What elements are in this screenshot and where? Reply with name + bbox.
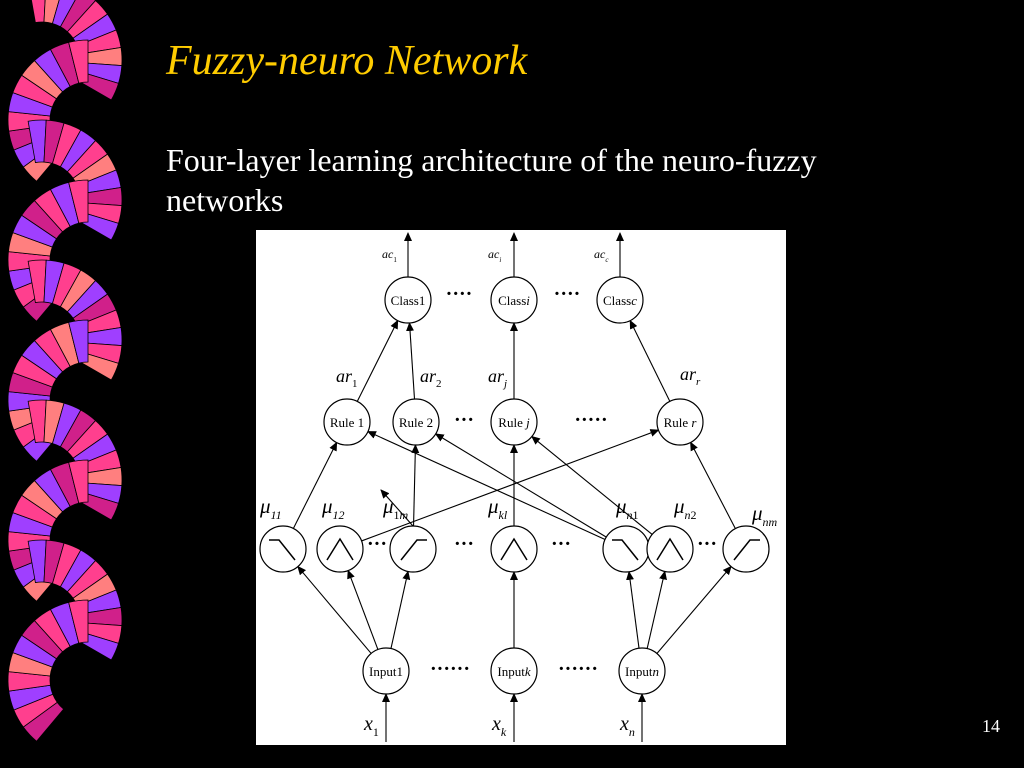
membership-label: μ11 [259,494,282,522]
svg-text:Classc: Classc [603,293,637,308]
slide-number: 14 [982,716,1000,736]
ellipsis-dots: ··· [454,533,474,555]
input-to-membership-edge [626,570,640,649]
rule-to-class-edge [629,319,671,402]
membership-node [259,525,307,573]
fan-segment [31,0,123,101]
svg-text:Inputn: Inputn [625,664,659,679]
input-to-membership-edge [656,565,732,654]
rule-node: Rule 2 [392,398,440,446]
membership-to-rule-edge [531,435,653,535]
rule-weight-label: ar2 [420,366,442,390]
rule-to-class-edge [356,319,399,402]
membership-label: μn2 [673,494,697,522]
s-shape-icon [400,539,427,561]
input-to-membership-edge [646,570,667,649]
rule-to-class-edge [406,321,416,400]
svg-text:Rule r: Rule r [664,415,698,430]
ellipsis-dots: ··· [697,533,717,555]
membership-node [490,525,538,573]
fan-segment [27,259,123,381]
rule-weight-label: arr [680,364,701,388]
slide-subtitle: Four-layer learning architecture of the … [166,142,817,218]
membership-node [602,525,650,573]
output-label: aci [488,247,501,264]
network-connections [292,232,736,742]
triangle-icon [326,537,354,561]
input-label: xn [619,713,635,739]
class-node: Classi [490,276,538,324]
membership-node [722,525,770,573]
rule-node: Rule r [656,398,704,446]
class-node: Class1 [384,276,432,324]
ellipsis-dots: ···· [554,283,581,305]
input-to-membership-edge [390,570,411,649]
input-node: Input1 [362,647,410,695]
membership-to-rule-edge [292,441,338,529]
svg-text:Class1: Class1 [391,293,426,308]
membership-to-rule-edge [434,433,607,538]
input-node: Inputk [490,647,538,695]
rule-node: Rule 1 [323,398,371,446]
svg-text:Rule 2: Rule 2 [399,415,433,430]
membership-label: μ12 [321,494,345,522]
s-shape-icon [733,539,760,561]
svg-text:Rule j: Rule j [498,415,530,430]
ellipsis-dots: ······ [430,658,470,680]
z-shape-icon [612,539,639,561]
network-labels: ac1 aci acc ar1 ar2 arj arr μ11 μ12 μ1m μkl μn1 μn2 μ… [259,247,778,739]
svg-text:Rule 1: Rule 1 [330,415,364,430]
membership-node [646,525,694,573]
input-label: x1 [363,713,379,739]
input-to-membership-edge [297,565,372,654]
class-node: Classc [596,276,644,324]
output-label: ac1 [382,247,397,264]
membership-to-rule-edge [367,431,606,540]
triangle-icon [500,537,528,561]
svg-text:Inputk: Inputk [497,664,530,679]
rule-weight-label: ar1 [336,366,358,390]
membership-to-rule-edge [380,489,414,527]
slide-title: Fuzzy-neuro Network [166,38,528,84]
membership-to-rule-edge [690,441,736,529]
ellipsis-dots: ··· [551,533,571,555]
membership-label: μn1 [615,494,639,522]
fan-segment [27,539,123,661]
rule-weight-label: arj [488,366,507,390]
fan-decoration [7,0,123,742]
ellipsis-dots: ······ [558,658,598,680]
membership-to-rule-edge [411,443,420,527]
membership-to-rule-edge [361,429,660,542]
triangle-icon [656,537,684,561]
z-shape-icon [269,539,296,561]
ellipsis-dots: ··· [454,409,474,431]
membership-label: μnm [751,501,778,529]
svg-text:Input1: Input1 [369,664,403,679]
output-label: acc [594,247,609,264]
fan-segment [7,599,89,742]
membership-label: μ1m [382,494,409,522]
input-to-membership-edge [347,569,379,650]
input-node: Inputn [618,647,666,695]
ellipsis-dots: ···· [446,283,473,305]
svg-text:Classi: Classi [498,293,530,308]
ellipsis-dots: ··· [367,533,387,555]
membership-label: μkl [487,494,508,522]
ellipsis-dots: ····· [574,409,607,431]
membership-node [316,525,364,573]
membership-node [389,525,437,573]
input-label: xk [491,713,507,739]
rule-node: Rule j [490,398,538,446]
